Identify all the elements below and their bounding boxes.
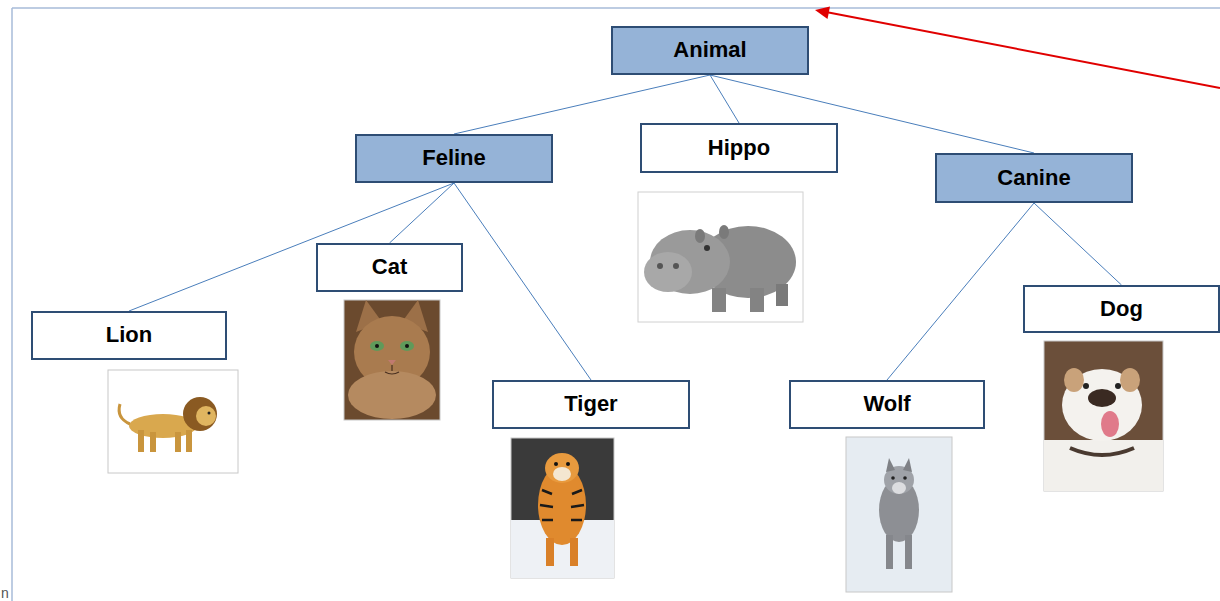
cat-picture-part bbox=[405, 344, 409, 348]
root-box: Animal bbox=[611, 26, 809, 75]
dog-picture-part bbox=[1120, 368, 1140, 392]
lion-picture-part bbox=[196, 406, 216, 426]
tiger-picture-part bbox=[511, 438, 614, 578]
tree-connector bbox=[390, 183, 455, 243]
node-label: Wolf bbox=[863, 392, 910, 416]
tree-connector bbox=[887, 203, 1034, 380]
connector-line bbox=[887, 203, 1034, 380]
tiger-picture-part bbox=[546, 538, 554, 566]
dog-picture-part bbox=[1101, 411, 1119, 437]
dog-picture-part bbox=[1083, 383, 1089, 389]
hippo-picture-part bbox=[644, 252, 692, 292]
wolf-picture-part bbox=[903, 476, 907, 480]
tiger-picture-part bbox=[553, 467, 571, 481]
tree-connector bbox=[710, 75, 739, 123]
hippo-picture-part bbox=[695, 229, 705, 243]
hippo-picture-part bbox=[719, 225, 729, 239]
wolf-picture bbox=[846, 437, 952, 592]
hippo-picture-part bbox=[750, 288, 764, 312]
dog-picture-part bbox=[1064, 368, 1084, 392]
lion-picture bbox=[108, 370, 238, 473]
cat-picture-part bbox=[348, 371, 436, 419]
tree-connector bbox=[1034, 203, 1122, 285]
leaf-box: Cat bbox=[316, 243, 463, 292]
hippo-picture-part bbox=[673, 263, 679, 269]
dog-picture-part bbox=[1115, 383, 1121, 389]
node-label: Cat bbox=[372, 255, 407, 279]
node-label: Lion bbox=[106, 323, 152, 347]
hippo-picture-part bbox=[712, 288, 726, 312]
connector-line bbox=[390, 183, 455, 243]
node-label: Animal bbox=[673, 38, 746, 62]
wolf-picture-part bbox=[892, 482, 906, 494]
node-label: Hippo bbox=[708, 136, 770, 160]
tiger-picture-part bbox=[540, 490, 584, 520]
tiger-picture bbox=[511, 438, 614, 578]
lion-picture-part bbox=[175, 432, 181, 452]
dog-picture-part bbox=[1088, 389, 1116, 407]
lion-picture-part bbox=[186, 430, 192, 452]
tiger-picture-part bbox=[538, 465, 586, 545]
node-label: Tiger bbox=[564, 392, 617, 416]
cat-picture-part bbox=[385, 365, 399, 374]
node-label: Feline bbox=[422, 146, 486, 170]
group-box: Canine bbox=[935, 153, 1133, 203]
dog-picture bbox=[1044, 341, 1163, 491]
dog-picture-part bbox=[1044, 341, 1163, 491]
node-label: Dog bbox=[1100, 297, 1143, 321]
wolf-picture-part bbox=[886, 535, 893, 569]
lion-picture-part bbox=[108, 370, 238, 473]
lion-picture-part bbox=[138, 430, 144, 452]
hippo-picture-part bbox=[704, 245, 710, 251]
wolf-picture-part bbox=[905, 535, 912, 569]
stray-text: n bbox=[1, 586, 9, 600]
slide-frame-part bbox=[12, 7, 1220, 9]
lion-picture-part bbox=[208, 412, 211, 415]
slide-frame-part bbox=[11, 8, 13, 601]
tiger-picture-part bbox=[570, 538, 578, 566]
dog-picture-part bbox=[1062, 369, 1142, 441]
connector-line bbox=[710, 75, 739, 123]
hippo-picture-part bbox=[657, 263, 663, 269]
pointer-arrow-part bbox=[815, 7, 830, 20]
group-box: Feline bbox=[355, 134, 553, 183]
cat-picture bbox=[344, 300, 440, 420]
tiger-picture-part bbox=[566, 462, 570, 466]
leaf-box: Wolf bbox=[789, 380, 985, 429]
leaf-box: Lion bbox=[31, 311, 227, 360]
wolf-picture-part bbox=[903, 458, 912, 472]
hippo-picture bbox=[638, 192, 803, 322]
cat-picture-part bbox=[344, 300, 440, 420]
dog-picture-part bbox=[1044, 440, 1163, 491]
tiger-picture-part bbox=[554, 462, 558, 466]
wolf-picture-part bbox=[846, 437, 952, 592]
tiger-picture-part bbox=[545, 453, 579, 483]
pointer-arrow-part bbox=[826, 12, 1220, 88]
hippo-picture-part bbox=[776, 284, 788, 306]
node-label: Canine bbox=[997, 166, 1070, 190]
dog-picture-part bbox=[1070, 448, 1134, 455]
pointer-arrow bbox=[815, 7, 1220, 89]
leaf-box: Dog bbox=[1023, 285, 1220, 333]
wolf-picture-part bbox=[886, 458, 895, 472]
tree-connector bbox=[454, 183, 591, 380]
leaf-box: Hippo bbox=[640, 123, 838, 173]
slide-frame bbox=[12, 8, 1220, 601]
connector-line bbox=[1034, 203, 1122, 285]
cat-picture-part bbox=[370, 341, 384, 351]
cat-picture-part bbox=[388, 360, 396, 365]
cat-picture-part bbox=[400, 341, 414, 351]
lion-picture-part bbox=[183, 397, 217, 431]
wolf-picture-part bbox=[891, 476, 895, 480]
wolf-picture-part bbox=[879, 478, 919, 542]
lion-picture-part bbox=[119, 404, 130, 424]
hippo-picture-part bbox=[638, 192, 803, 322]
cat-picture-part bbox=[375, 344, 379, 348]
lion-picture-part bbox=[150, 432, 156, 452]
leaf-box: Tiger bbox=[492, 380, 690, 429]
connector-line bbox=[454, 183, 591, 380]
